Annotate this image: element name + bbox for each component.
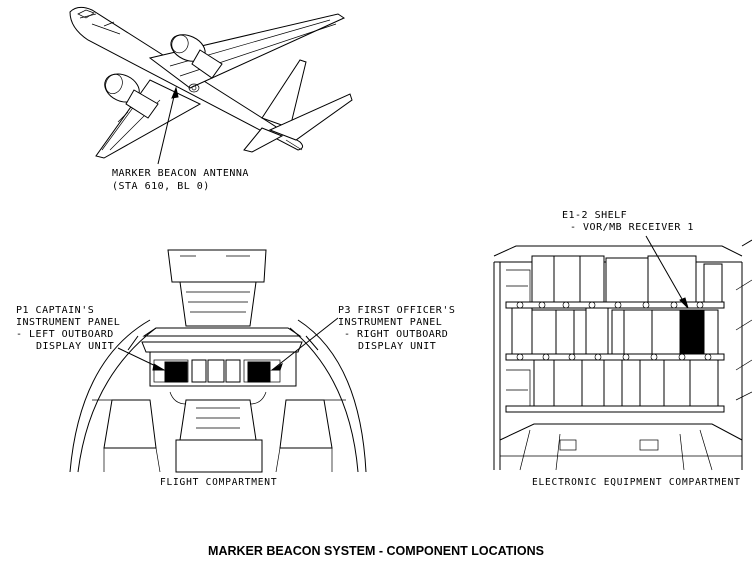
p3-label-line-4: DISPLAY UNIT — [358, 341, 436, 352]
flight-compartment-caption: FLIGHT COMPARTMENT — [160, 477, 277, 488]
antenna-leader-line — [157, 87, 177, 165]
equipment-compartment-illustration — [493, 235, 752, 471]
p1-label-line-1: P1 CAPTAIN'S — [16, 305, 94, 316]
stabilizer-right — [268, 93, 353, 141]
right-outboard-display-unit — [247, 361, 271, 383]
stabilizer-left — [243, 127, 284, 153]
flight-compartment-illustration — [69, 249, 367, 473]
shelf-label-line-2: - VOR/MB RECEIVER 1 — [570, 222, 694, 233]
left-outboard-display-unit — [164, 361, 188, 383]
p3-label-line-2: INSTRUMENT PANEL — [338, 317, 442, 328]
p1-label-line-4: DISPLAY UNIT — [36, 341, 114, 352]
equipment-compartment-caption: ELECTRONIC EQUIPMENT COMPARTMENT — [532, 477, 741, 488]
shelf-rail-beads-upper — [516, 301, 704, 309]
p3-leader-line — [271, 317, 339, 371]
p3-label-line-1: P3 FIRST OFFICER'S — [338, 305, 455, 316]
antenna-label: MARKER BEACON ANTENNA — [112, 168, 249, 179]
shelf-leader-line — [645, 235, 687, 307]
aircraft-illustration — [69, 6, 353, 165]
p1-label-line-2: INSTRUMENT PANEL — [16, 317, 120, 328]
shelf-label-line-1: E1-2 SHELF — [562, 210, 627, 221]
figure-title: MARKER BEACON SYSTEM - COMPONENT LOCATIO… — [208, 544, 544, 558]
wing-left — [95, 79, 202, 159]
vor-mb-receiver-1 — [680, 309, 704, 355]
antenna-location: (STA 610, BL 0) — [112, 181, 210, 192]
p1-label-line-3: - LEFT OUTBOARD — [16, 329, 114, 340]
p3-label-line-3: - RIGHT OUTBOARD — [344, 329, 448, 340]
